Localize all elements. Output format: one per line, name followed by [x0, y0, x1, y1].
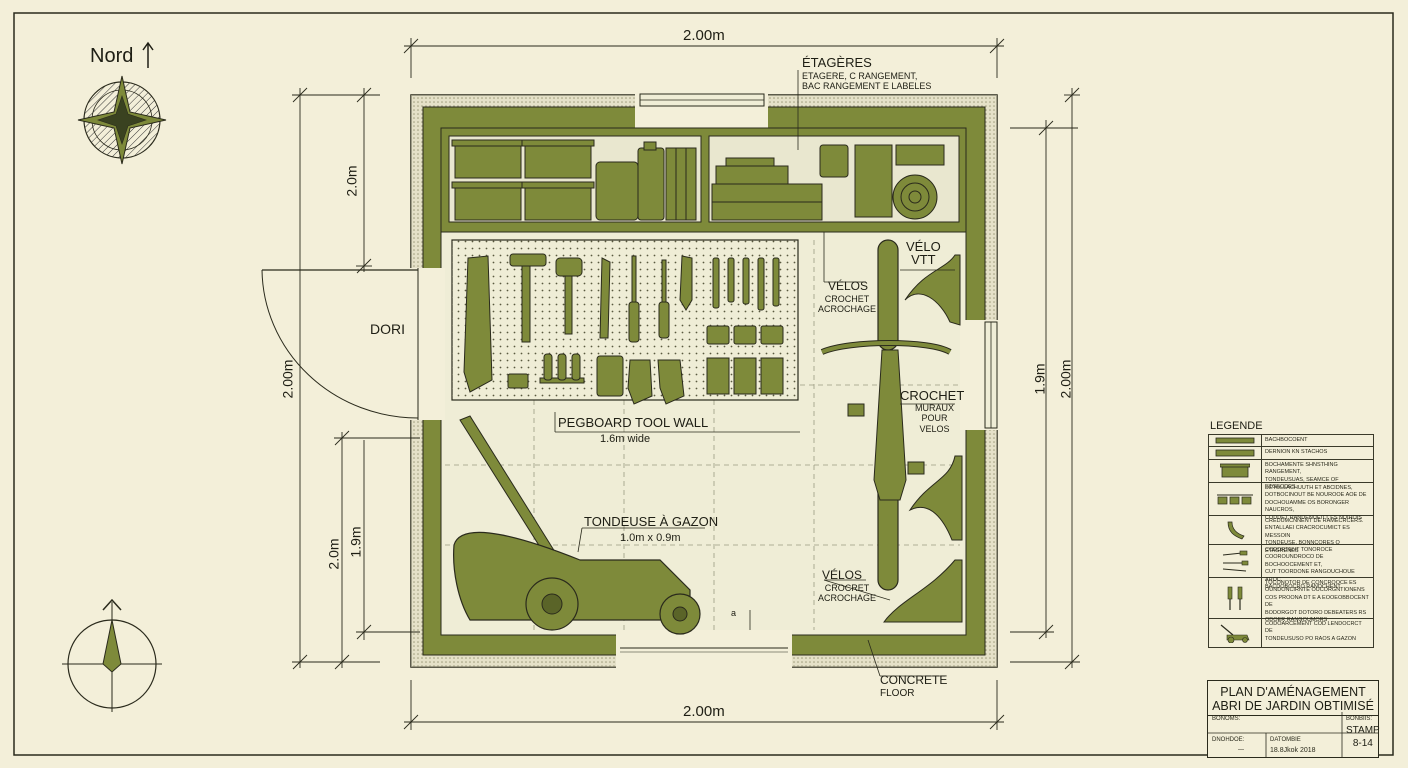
plan-title: PLAN D'AMÉNAGEMENT ABRI DE JARDIN OBTIMI… — [1208, 681, 1378, 716]
concrete-label: CONCRETE — [880, 673, 948, 687]
plan-date: 18.8Jkok 2018 — [1270, 747, 1316, 754]
legend: LEGENDE BACHBOCOENT DERNION KN STACHOS B… — [1208, 420, 1374, 648]
storage-bin-icon — [1220, 463, 1250, 478]
title-block-grid — [1208, 712, 1378, 757]
legend-title: LEGENDE — [1210, 420, 1263, 432]
dimension-lines — [292, 38, 1080, 730]
screwdriver-icon — [1227, 586, 1243, 610]
velos-lower-title: VÉLOS — [822, 568, 863, 582]
velo-vtt-label: VÉLO VTT — [906, 239, 941, 267]
velos-upper-subtitle: CROCHET ACROCHAGE — [818, 294, 877, 315]
bicycle-vtt — [820, 239, 963, 623]
legend-row: DERNION KN STACHOS — [1209, 447, 1373, 460]
lawn-mower — [453, 415, 701, 635]
dimension-right-outer: 2.00m — [1057, 359, 1074, 399]
right-window — [960, 320, 1002, 430]
velos-lower-subtitle: CROCRET ACROCHAGE — [818, 583, 877, 604]
crochet-subtitle: MURAUX POUR VELOS — [915, 403, 955, 434]
pegboard-width: 1.6m wide — [600, 433, 651, 445]
dimension-left-outer: 2.00m — [279, 359, 296, 399]
hanging-tools — [463, 253, 784, 405]
etageres-subtitle: ETAGERE, C RANGEMENT, BAC RANGEMENT E LA… — [802, 71, 932, 92]
legend-text: DERNION KN STACHOS — [1265, 449, 1328, 455]
bottom-opening — [616, 630, 792, 672]
legend-text: TOCONOTOR DE CONCROOCE ES OUNDONCIRNTE O… — [1265, 580, 1369, 624]
door-label: DORI — [370, 321, 405, 337]
title-cell-3: DNOHDOE: — [1212, 737, 1245, 743]
legend-text: DETOLLACHUUTH ET ABCIDNES, DOTBOCINOUT B… — [1265, 485, 1367, 521]
title-block: PLAN D'AMÉNAGEMENT ABRI DE JARDIN OBTIMI… — [1207, 680, 1380, 758]
north-arrow-icon — [142, 41, 154, 68]
legend-rows: BACHBOCOENT DERNION KN STACHOS BOCHAMENT… — [1208, 434, 1374, 648]
mower-title: TONDEUSE À GAZON — [584, 514, 719, 529]
pegboard-title: PEGBOARD TOOL WALL — [558, 415, 709, 430]
dimension-left-lower-outer: 2.0m — [325, 538, 342, 570]
mower-dimensions: 1.0m x 0.9m — [620, 532, 681, 544]
shelf-board-icon — [1215, 449, 1255, 457]
door — [261, 268, 445, 420]
stamp: STAMP 8-14 — [1346, 725, 1380, 749]
north-label: Nord — [90, 45, 134, 67]
bin-row-icon — [1217, 494, 1253, 505]
dimension-bottom: 2.00m — [683, 703, 725, 720]
dimension-right-inner: 1.9m — [1031, 363, 1048, 395]
dimension-top: 2.00m — [683, 27, 725, 44]
legend-row: DETOLLACHUUTH ET ABCIDNES, DOTBOCINOUT B… — [1209, 483, 1373, 521]
floor-marker: a — [731, 608, 737, 618]
legend-text: CODDRTENT TONOROCE COOROUNDROCO DE BOCHO… — [1265, 547, 1355, 591]
etageres-title: ÉTAGÈRES — [802, 55, 872, 70]
legend-row: BOCHAMENTE SHNSTHING RANGEMENT, TONDEUSU… — [1209, 460, 1373, 491]
velos-upper-title: VÉLOS — [828, 279, 869, 293]
legend-text: BOCHAMENTE SHNSTHING RANGEMENT, TONDEUSU… — [1265, 462, 1339, 491]
title-cell-3-value: — — [1238, 747, 1244, 753]
legend-row: CREDUMCNNENT DE RAMECRCERS. ENTALLAEI CR… — [1209, 516, 1373, 554]
dimension-left-upper: 2.0m — [343, 165, 360, 197]
top-window — [635, 91, 768, 131]
compass-rose-bottom — [62, 598, 162, 712]
legend-text: CREDUMCNNENT DE RAMECRCERS. ENTALLAEI CR… — [1265, 518, 1364, 554]
wall-hatch-icon — [1215, 437, 1255, 444]
legend-row: TOCONOTOR DE CONCROOCE ES OUNDONCIRNTE O… — [1209, 578, 1373, 624]
hand-tools-icon — [1222, 550, 1249, 572]
floor-label: FLOOR — [880, 688, 915, 699]
legend-row: BACHBOCOENT — [1209, 435, 1373, 447]
legend-row: CODDRTENT TONOROCE COOROUNDROCO DE BOCHO… — [1209, 545, 1373, 591]
mower-icon — [1220, 624, 1250, 643]
leader-lines — [554, 70, 955, 677]
dimension-left-lower-inner: 1.9m — [347, 526, 364, 558]
pegboard-wall — [451, 239, 799, 405]
title-cell-1: BONOMS: — [1212, 716, 1241, 722]
shelving-unit — [440, 127, 967, 233]
storage-bins — [451, 139, 945, 221]
compass-rose-top — [77, 75, 167, 165]
legend-text: CODOARCEMENT COD LENDOCRCT DE TONDEUSUSO… — [1265, 621, 1362, 642]
crochet-title: CROCHET — [900, 388, 965, 403]
legend-row: CODOARCEMENT COD LENDOCRCT DE TONDEUSUSO… — [1209, 619, 1373, 647]
legend-text: BACHBOCOENT — [1265, 437, 1308, 443]
wall-hook-icon — [1227, 521, 1245, 540]
title-cell-2: BONBIIS: — [1346, 716, 1373, 722]
title-cell-4: DATOMBIE — [1270, 737, 1301, 743]
sheet-border — [13, 12, 1394, 756]
